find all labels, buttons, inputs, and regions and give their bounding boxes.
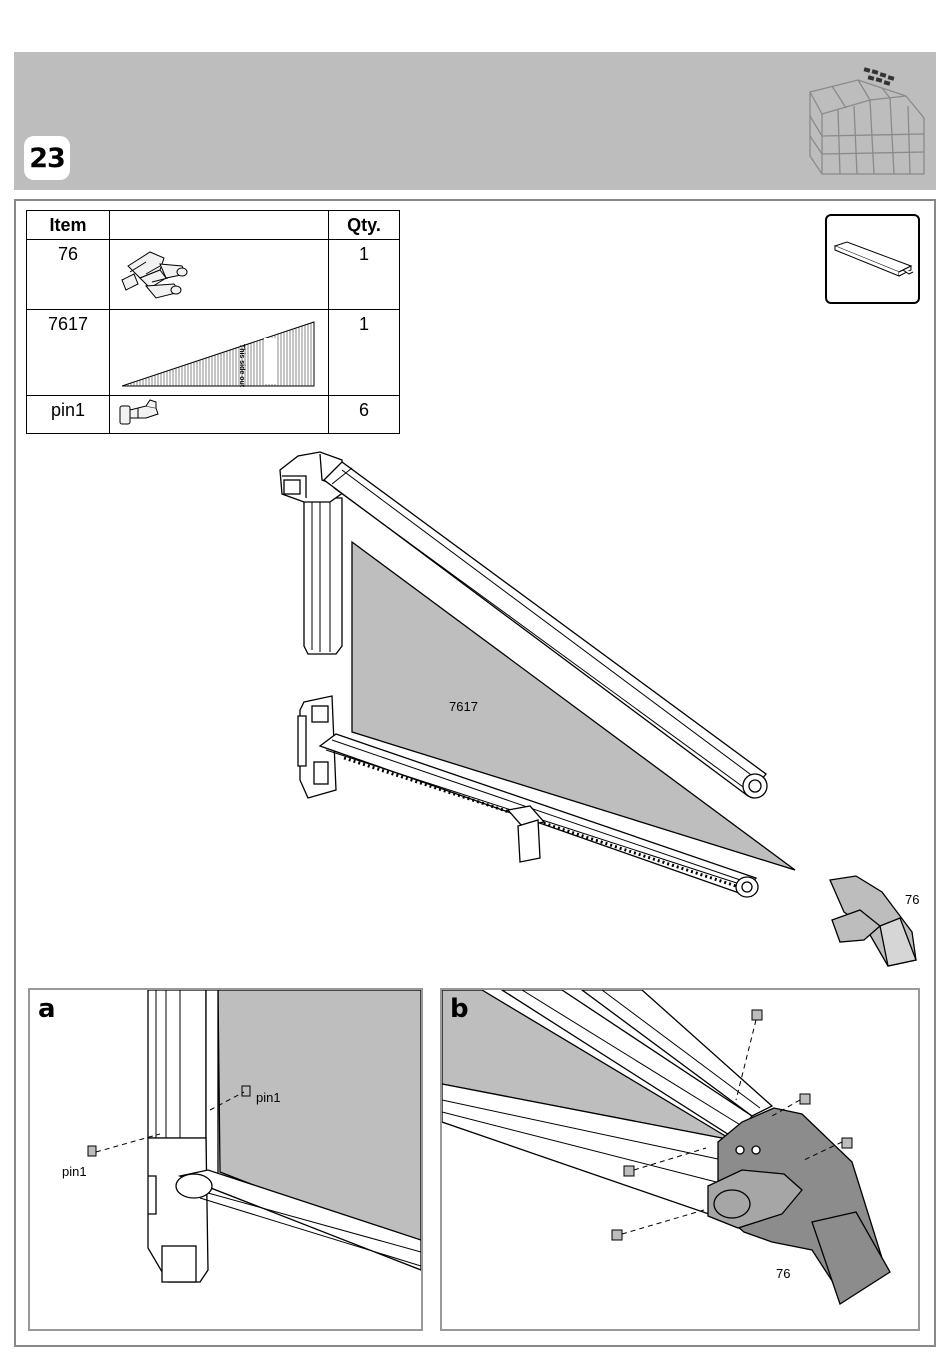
detail-a-drawing (30, 990, 421, 1329)
parts-table: Item Qty. 76 1 7617 (26, 210, 400, 434)
detail-a-letter: a (38, 994, 56, 1024)
detail-b-drawing (442, 990, 918, 1329)
detail-b-panel: b 76 (440, 988, 920, 1331)
wrench-tool-icon (827, 216, 918, 302)
parts-header-qty: Qty. (329, 211, 400, 240)
step-number-badge: 23 (24, 136, 70, 180)
corner-connector-icon (116, 244, 196, 306)
connector-label: 76 (776, 1266, 790, 1281)
part-item-id: 7617 (27, 310, 109, 335)
table-row: pin1 6 (27, 396, 400, 434)
part-item-id: pin1 (27, 396, 109, 421)
step-header-band (14, 52, 936, 190)
tool-box (825, 214, 920, 304)
panel-side-text: This side out (238, 344, 245, 387)
main-assembly-drawing (260, 440, 940, 980)
pin-icon (116, 398, 166, 430)
part-item-id: 76 (27, 240, 109, 265)
pin-label: pin1 (62, 1164, 87, 1179)
part-qty: 1 (329, 310, 399, 335)
detail-b-letter: b (450, 994, 469, 1024)
panel-label: 7617 (449, 699, 478, 714)
pin-label: pin1 (256, 1090, 281, 1105)
table-row: 76 1 (27, 240, 400, 310)
connector-label: 76 (905, 892, 919, 907)
part-qty: 6 (329, 396, 399, 421)
table-row: 7617 This side out 1 (27, 310, 400, 396)
greenhouse-thumbnail-icon (802, 56, 932, 184)
detail-a-panel: a pin1 pin1 (28, 988, 423, 1331)
triangle-panel-icon (118, 314, 328, 394)
parts-header-item: Item (27, 211, 110, 240)
parts-header-image (110, 211, 329, 240)
part-qty: 1 (329, 240, 399, 265)
